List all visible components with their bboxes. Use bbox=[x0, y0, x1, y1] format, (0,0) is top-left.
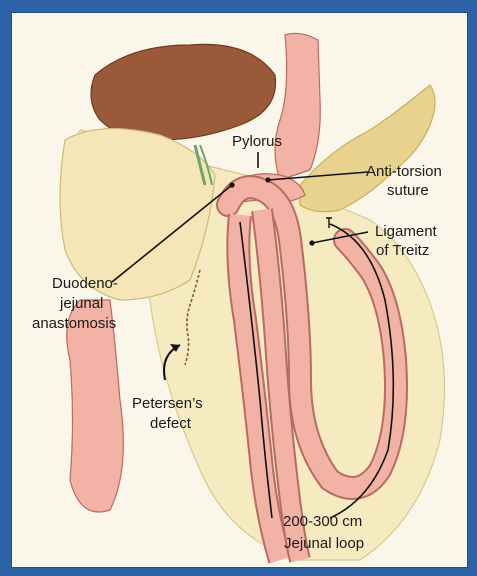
label-jejunal-loop: Jejunal loop bbox=[284, 534, 364, 553]
label-ligament-line1: Ligament bbox=[375, 222, 437, 241]
label-duodeno-line1: Duodeno- bbox=[52, 274, 118, 293]
label-anti-torsion-line1: Anti-torsion bbox=[366, 162, 442, 181]
liver bbox=[91, 44, 276, 140]
label-petersen-line1: Petersen’s bbox=[132, 394, 203, 413]
label-petersen-line2: defect bbox=[150, 414, 191, 433]
label-loop-length: 200-300 cm bbox=[283, 512, 362, 531]
label-duodeno-line3: anastomosis bbox=[32, 314, 116, 333]
label-duodeno-line2: jejunal bbox=[60, 294, 103, 313]
stomach-tube bbox=[275, 33, 320, 180]
label-anti-torsion-line2: suture bbox=[387, 181, 429, 200]
label-pylorus: Pylorus bbox=[232, 132, 282, 151]
label-ligament-line2: of Treitz bbox=[376, 241, 429, 260]
